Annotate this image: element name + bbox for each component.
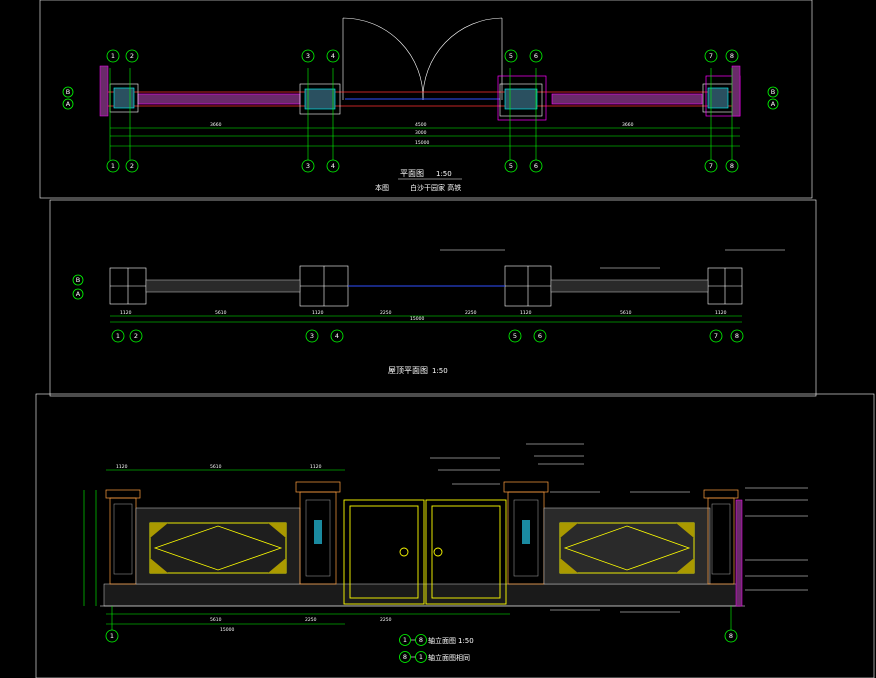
- svg-text:15000: 15000: [415, 140, 429, 146]
- plan-axis-side: B A B A: [62, 86, 779, 110]
- svg-text:B: B: [76, 276, 80, 284]
- svg-text:B: B: [771, 88, 775, 96]
- svg-text:2: 2: [134, 332, 138, 340]
- roof-axis: 1 2 3 4 5 6 7 8 B A: [72, 274, 744, 343]
- svg-text:1: 1: [110, 632, 114, 640]
- svg-text:6: 6: [538, 332, 542, 340]
- svg-text:1120: 1120: [310, 464, 322, 470]
- svg-text:2250: 2250: [465, 310, 477, 316]
- elevation-title-2: 8 1 轴立面图相同: [399, 651, 470, 663]
- svg-text:2: 2: [130, 162, 134, 170]
- svg-text:A: A: [76, 290, 81, 298]
- fence-right-plan: [551, 93, 703, 105]
- pier-plan-5: [499, 83, 543, 117]
- plan-frame: [39, 0, 813, 199]
- plan-note: 白沙干园家 高铁: [410, 183, 461, 192]
- svg-text:1120: 1120: [116, 464, 128, 470]
- svg-text:5: 5: [513, 332, 517, 340]
- svg-text:6: 6: [534, 52, 538, 60]
- elevation-frame: [35, 393, 875, 678]
- svg-text:1120: 1120: [715, 310, 727, 316]
- fence-left-plan: [137, 93, 301, 105]
- svg-text:A: A: [66, 100, 71, 108]
- svg-text:7: 7: [709, 162, 713, 170]
- svg-text:1: 1: [419, 653, 423, 661]
- elevation-wall-left: [135, 507, 301, 585]
- svg-text:5610: 5610: [210, 464, 222, 470]
- svg-text:4500: 4500: [415, 122, 427, 128]
- elevation-wall-right: [543, 507, 711, 585]
- plan-axis-top: 1 2 3 4 5 6 7 8: [106, 49, 739, 63]
- svg-text:1: 1: [111, 52, 115, 60]
- elevation-pier-7: [703, 489, 739, 585]
- roof-frame: [49, 199, 817, 397]
- svg-text:5610: 5610: [620, 310, 632, 316]
- gate-swing-left: [342, 17, 424, 101]
- svg-text:3: 3: [306, 162, 310, 170]
- pier-plan-3: [299, 83, 341, 115]
- elevation-pier-3: [295, 481, 341, 585]
- svg-text:2250: 2250: [380, 617, 392, 623]
- gate-swing-right: [422, 17, 503, 101]
- roof-view: 1120 5610 1120 2250 2250 1120 5610 1120 …: [72, 249, 785, 375]
- roof-fence-right: [550, 279, 709, 293]
- svg-text:1120: 1120: [520, 310, 532, 316]
- svg-text:1:50: 1:50: [458, 637, 474, 645]
- elevation-view: 1120 5610 1120 5610 2250 2250 15000: [83, 443, 808, 663]
- svg-text:轴立面图: 轴立面图: [428, 636, 456, 645]
- plan-scale: 1:50: [436, 170, 452, 178]
- elevation-gate: [343, 499, 507, 605]
- svg-text:5610: 5610: [210, 617, 222, 623]
- svg-text:1120: 1120: [312, 310, 324, 316]
- svg-text:1120: 1120: [120, 310, 132, 316]
- svg-text:3000: 3000: [415, 130, 427, 136]
- elevation-title-1: 1 8 轴立面图 1:50: [399, 634, 474, 646]
- svg-text:8: 8: [419, 636, 423, 644]
- svg-text:1: 1: [116, 332, 120, 340]
- svg-text:5: 5: [509, 52, 513, 60]
- plan-note-prefix: 本图: [375, 183, 389, 192]
- svg-text:8: 8: [730, 162, 734, 170]
- svg-text:B: B: [66, 88, 70, 96]
- svg-text:4: 4: [331, 162, 335, 170]
- svg-text:6: 6: [534, 162, 538, 170]
- svg-text:1: 1: [403, 636, 407, 644]
- svg-text:15000: 15000: [220, 627, 234, 633]
- svg-text:2250: 2250: [380, 310, 392, 316]
- svg-text:8: 8: [735, 332, 739, 340]
- svg-text:4: 4: [335, 332, 339, 340]
- svg-text:15000: 15000: [410, 316, 424, 322]
- svg-text:3660: 3660: [622, 122, 634, 128]
- svg-text:7: 7: [714, 332, 718, 340]
- svg-text:3: 3: [306, 52, 310, 60]
- plan-axis-bottom: 1 2 3 4 5 6 7 8: [106, 159, 739, 173]
- roof-scale: 1:50: [432, 367, 448, 375]
- svg-text:5: 5: [509, 162, 513, 170]
- elevation-pier-1: [105, 489, 141, 585]
- svg-text:8: 8: [730, 52, 734, 60]
- svg-text:8: 8: [403, 653, 407, 661]
- svg-text:2: 2: [130, 52, 134, 60]
- elevation-pier-5: [503, 481, 549, 585]
- plan-title: 平面图: [400, 169, 424, 178]
- svg-text:A: A: [771, 100, 776, 108]
- svg-text:4: 4: [331, 52, 335, 60]
- elevation-base: [103, 583, 741, 607]
- roof-title: 屋顶平面图: [388, 366, 428, 375]
- roof-fence-left: [145, 279, 301, 293]
- svg-text:3: 3: [310, 332, 314, 340]
- svg-text:3660: 3660: [210, 122, 222, 128]
- svg-text:7: 7: [709, 52, 713, 60]
- plan-view: 3660 4500 3000 3660 15000 1 2 3 4 5 6 7 …: [62, 17, 779, 192]
- svg-text:5610: 5610: [215, 310, 227, 316]
- svg-text:轴立面图相同: 轴立面图相同: [428, 653, 470, 662]
- svg-text:1: 1: [111, 162, 115, 170]
- svg-text:8: 8: [729, 632, 733, 640]
- svg-text:2250: 2250: [305, 617, 317, 623]
